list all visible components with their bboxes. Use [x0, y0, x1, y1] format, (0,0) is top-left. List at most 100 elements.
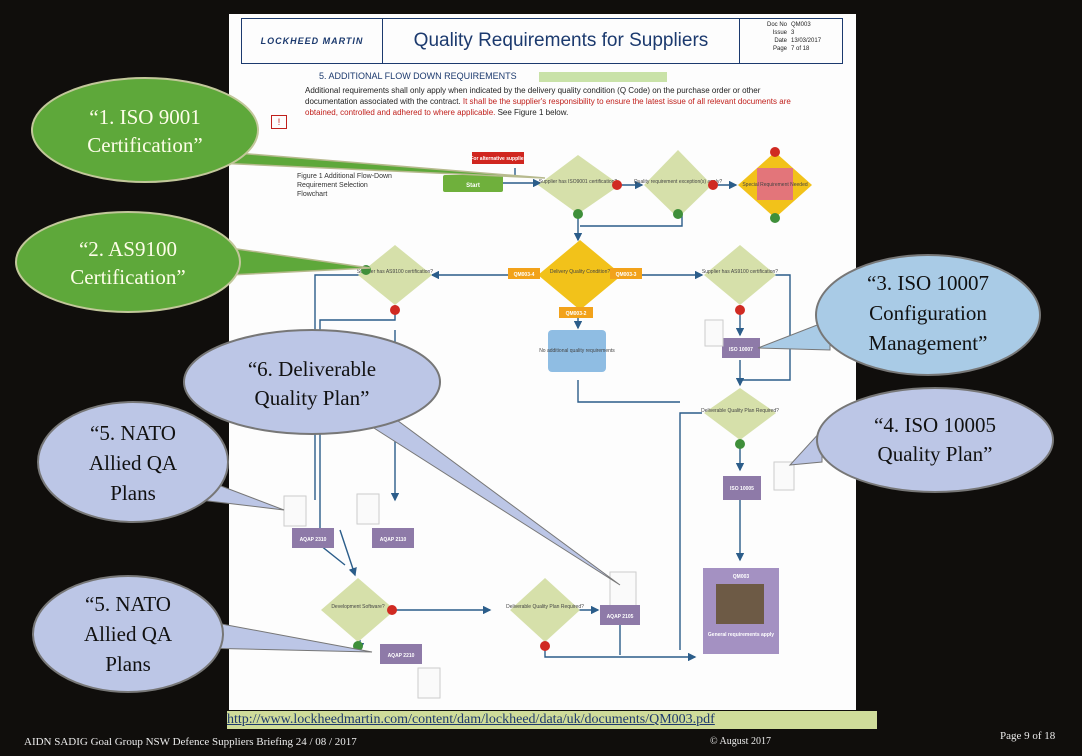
document-thumbnail [704, 319, 724, 347]
source-url-link[interactable]: http://www.lockheedmartin.com/content/da… [227, 711, 877, 729]
intro-red-text: It shall be the supplier's responsibilit… [305, 97, 791, 117]
callout-iso9001-line1: “1. ISO 9001 [89, 105, 200, 129]
callout-iso9001-line2: Certification” [87, 133, 202, 157]
iso10007-decision-label: Supplier has AS9100 certification? [702, 269, 778, 275]
deliverable-plan-label: Deliverable Quality Plan Required? [701, 408, 779, 414]
quality-exception-decision [644, 150, 712, 218]
aqap2105-label: AQAP 2105 [607, 614, 634, 620]
callout-iso10005-line1: “4. ISO 10005 [874, 413, 996, 437]
callout-nato-upper-line1: “5. NATO [90, 421, 176, 445]
meta-key: Doc No [766, 22, 787, 28]
development-decision [321, 578, 395, 642]
no-additional-label: No additional quality requirements [539, 348, 615, 354]
callout-iso10007: “3. ISO 10007 Configuration Management” [757, 254, 1041, 376]
as9100-decision [358, 245, 432, 305]
document-title: Quality Requirements for Suppliers [413, 30, 709, 51]
callout-iso10007-line3: Management” [869, 331, 988, 355]
callout-deliverable-plan-line1: “6. Deliverable [248, 357, 376, 381]
page-number: Page 9 of 18 [1000, 730, 1056, 742]
callout-nato-upper: “5. NATO Allied QA Plans [37, 401, 285, 523]
document-thumbnail [283, 495, 307, 527]
special-requirement-box [757, 168, 793, 200]
iso10007-box-label: ISO 10007 [729, 347, 753, 353]
highlight-marker [539, 72, 667, 82]
qcode-down-label: QM003-2 [566, 311, 587, 317]
callout-deliverable-plan-line2: Quality Plan” [255, 386, 370, 410]
iso10007-box [722, 338, 760, 358]
no-additional-node [548, 330, 606, 372]
iso10005-box [723, 476, 761, 500]
document-thumbnail [609, 571, 637, 607]
general-requirements-label: General requirements apply [708, 632, 774, 638]
quality-exception-label: Quality requirement exception(s) apply? [634, 179, 723, 185]
callout-nato-lower-line1: “5. NATO [85, 592, 171, 616]
meta-key: Date [774, 38, 787, 44]
callout-iso10005-line2: Quality Plan” [878, 442, 993, 466]
callout-nato-lower-line2: Allied QA [84, 622, 173, 646]
meta-key: Page [772, 46, 787, 52]
callout-as9100-line1: “2. AS9100 [79, 237, 177, 261]
qcode-right-tag [610, 268, 642, 279]
document-thumbnail [773, 461, 795, 491]
deliverable-plan-decision [704, 388, 776, 440]
callout-iso10005: “4. ISO 10005 Quality Plan” [788, 387, 1054, 493]
deliverable-plan-label-2: Deliverable Quality Plan Required? [506, 604, 584, 610]
development-label: Development Software? [331, 604, 385, 610]
yes-no-markers [353, 147, 780, 651]
qm003-label: QM003 [733, 574, 750, 580]
warning-icon: ! [271, 115, 287, 129]
callout-nato-lower: “5. NATO Allied QA Plans [32, 575, 373, 693]
document-thumbnail [417, 667, 441, 699]
qcode-left-tag [508, 268, 540, 279]
delivery-quality-label: Delivery Quality Condition? [550, 269, 611, 275]
intro-paragraph: Additional requirements shall only apply… [305, 85, 795, 118]
intro-tail: See Figure 1 below. [497, 108, 569, 117]
alt-supplier-label: For alternative supplier [470, 156, 525, 162]
lockheed-martin-logo: LOCKHEED MARTIN [242, 19, 383, 63]
start-node [443, 175, 503, 192]
delivery-quality-decision [538, 240, 622, 310]
meta-value: 13/03/2017 [791, 38, 822, 44]
callout-iso9001: “1. ISO 9001 Certification” [31, 77, 546, 183]
aqap2210-box [380, 644, 422, 664]
iso10007-decision [704, 245, 776, 305]
briefing-footer: AIDN SADIG Goal Group NSW Defence Suppli… [24, 736, 357, 748]
aqap2110-box [372, 528, 414, 548]
iso10005-box-label: ISO 10005 [730, 486, 754, 492]
section-heading: 5. ADDITIONAL FLOW DOWN REQUIREMENTS [319, 71, 517, 81]
alt-supplier-tag [472, 152, 524, 164]
aqap2110-label: AQAP 2110 [380, 537, 407, 543]
iso9001-decision [538, 155, 620, 214]
qcode-right-label: QM003-3 [616, 272, 637, 278]
callout-as9100-line2: Certification” [70, 265, 185, 289]
figure-caption: Figure 1 Additional Flow-Down Requiremen… [297, 173, 392, 198]
aqap2310-box [292, 528, 334, 548]
qm003-cover-image [716, 584, 764, 624]
special-requirement-label: Special Requirement Needed [742, 182, 808, 188]
aqap2210-label: AQAP 2210 [388, 653, 415, 659]
callout-nato-upper-line3: Plans [110, 481, 156, 505]
deliverable-plan-decision-2 [510, 578, 580, 642]
intro-text: Additional requirements shall only apply… [305, 86, 761, 106]
qcode-left-label: QM003-4 [514, 272, 535, 278]
callout-deliverable-plan: “6. Deliverable Quality Plan” [183, 329, 621, 586]
start-label: Start [466, 183, 480, 189]
copyright-footer: © August 2017 [710, 736, 771, 747]
callout-nato-upper-line2: Allied QA [89, 451, 178, 475]
meta-key: Issue [772, 30, 787, 36]
aqap2105-box [600, 605, 640, 625]
aqap2310-label: AQAP 2310 [300, 537, 327, 543]
callout-iso10007-line2: Configuration [869, 301, 987, 325]
callout-iso10007-line1: “3. ISO 10007 [867, 271, 989, 295]
meta-value: 3 [791, 30, 795, 36]
qcode-down-tag [559, 307, 593, 318]
as9100-decision-label: Supplier has AS9100 certification? [357, 269, 433, 275]
meta-value: 7 of 18 [791, 46, 810, 52]
callout-nato-lower-line3: Plans [105, 652, 151, 676]
callout-as9100: “2. AS9100 Certification” [15, 211, 371, 313]
document-thumbnail [356, 493, 380, 525]
iso9001-decision-label: Supplier has ISO9001 certification? [539, 179, 618, 185]
